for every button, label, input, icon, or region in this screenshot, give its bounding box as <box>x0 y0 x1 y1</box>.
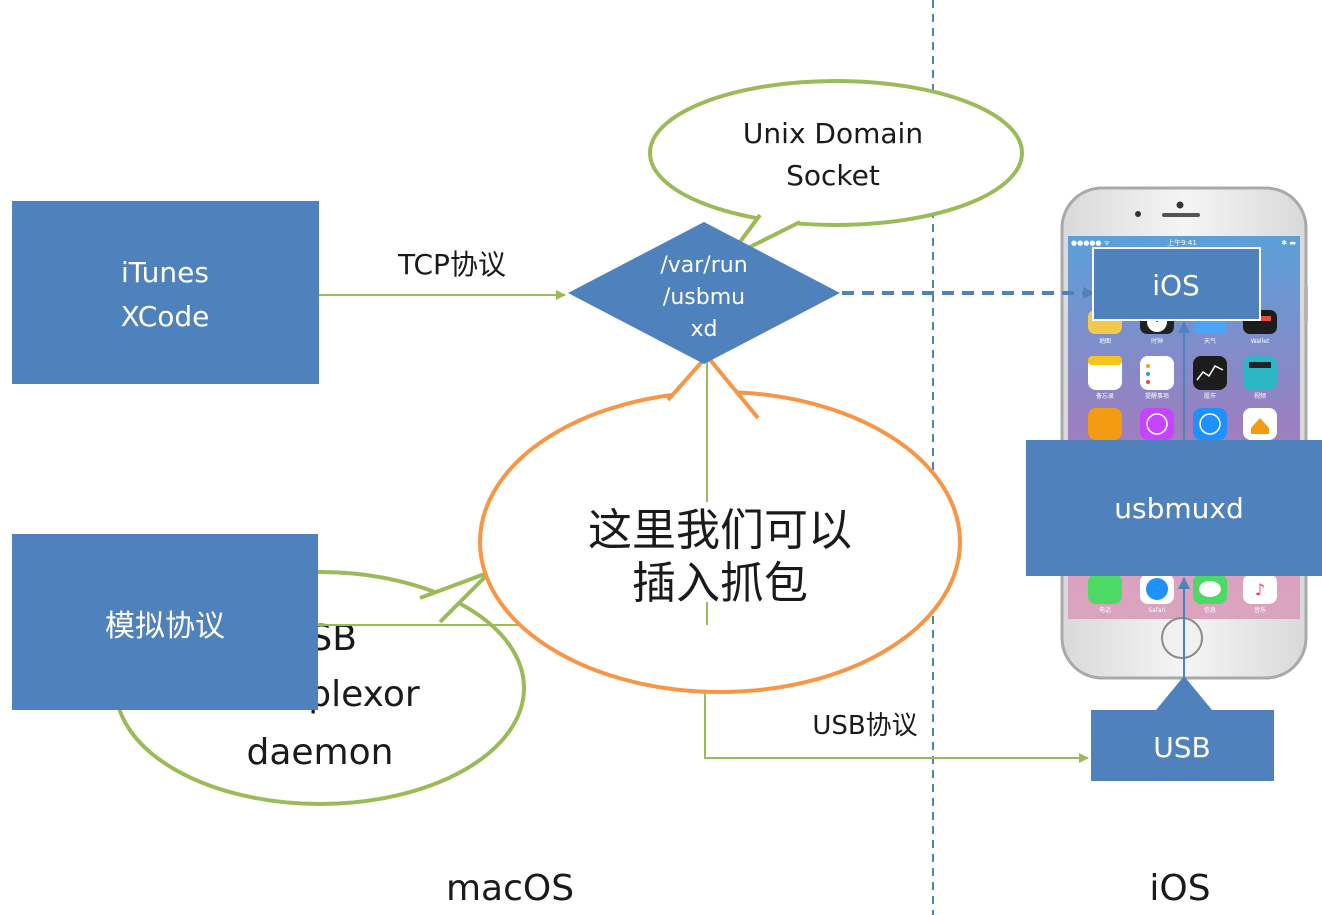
maps-app-label: 地图 <box>1099 337 1111 345</box>
itunes-label: iTunes <box>121 256 209 289</box>
phone-app-icon <box>1088 574 1122 604</box>
phone-status-time: 上午9:41 <box>1167 238 1197 247</box>
videos-app-label: 视频 <box>1254 392 1266 400</box>
diamond-line2: /usbmu <box>663 285 745 310</box>
xcode-label: XCode <box>121 300 210 333</box>
books-app-icon <box>1088 408 1122 440</box>
tcp-protocol-label: TCP协议 <box>397 248 506 281</box>
notes-app-label: 备忘录 <box>1096 392 1114 400</box>
itunes-xcode-box: iTunes XCode <box>12 201 319 384</box>
socket-bubble-line2: Socket <box>786 159 880 192</box>
diamond-line1: /var/run <box>660 253 747 278</box>
usb-box: USB <box>1091 710 1274 781</box>
itunes-store-app-icon <box>1140 408 1174 440</box>
usbmuxd-label: usbmuxd <box>1114 492 1243 525</box>
capture-bubble-line2: 插入抓包 <box>632 558 808 609</box>
safari-app-label: Safari <box>1148 607 1166 614</box>
videos-app-icon <box>1243 356 1277 390</box>
svg-text:●●●●● ᯤ: ●●●●● ᯤ <box>1071 239 1111 247</box>
wallet-app-label: Wallet <box>1251 338 1270 345</box>
reminders-app-icon <box>1140 356 1174 390</box>
simulated-protocol-box: 模拟协议 <box>12 534 318 710</box>
usbmuxd-box: usbmuxd <box>1026 440 1322 576</box>
messages-app-label: 信息 <box>1204 606 1216 614</box>
usb-up-arrow-icon <box>1156 676 1212 710</box>
svg-text:✱ ▬: ✱ ▬ <box>1281 239 1296 247</box>
macos-region-label: macOS <box>446 868 574 909</box>
front-camera-icon <box>1135 211 1141 217</box>
ios-layer-label: iOS <box>1152 269 1200 302</box>
usb-protocol-label: USB协议 <box>812 711 917 741</box>
usb-label: USB <box>1153 731 1210 764</box>
weather-app-label: 天气 <box>1204 337 1216 345</box>
diamond-line3: xd <box>691 317 718 342</box>
reminders-app-label: 提醒事项 <box>1145 392 1169 400</box>
music-app-icon <box>1243 574 1277 604</box>
svg-text:♪: ♪ <box>1255 580 1265 599</box>
ios-layer-box: iOS <box>1092 247 1261 321</box>
capture-bubble-line1: 这里我们可以 <box>588 505 852 556</box>
stocks-app-label: 股市 <box>1204 392 1216 400</box>
app-store-app-icon <box>1193 408 1227 440</box>
clock-app-label: 时钟 <box>1151 337 1163 345</box>
socket-bubble-line1: Unix Domain <box>743 117 923 150</box>
usb-protocol-arrow <box>704 690 1089 763</box>
ios-region-label: iOS <box>1149 868 1210 909</box>
home-button-icon <box>1161 617 1203 659</box>
earpiece-icon <box>1162 213 1200 217</box>
capture-insertion-bubble: 这里我们可以 插入抓包 <box>478 352 962 694</box>
usbmuxd-socket-diamond: /var/run /usbmu xd <box>568 222 840 364</box>
music-app-label: 音乐 <box>1254 606 1266 614</box>
phone-app-label: 电话 <box>1099 606 1111 614</box>
simulated-protocol-label: 模拟协议 <box>105 609 225 644</box>
daemon-bubble-line3: daemon <box>247 732 394 773</box>
